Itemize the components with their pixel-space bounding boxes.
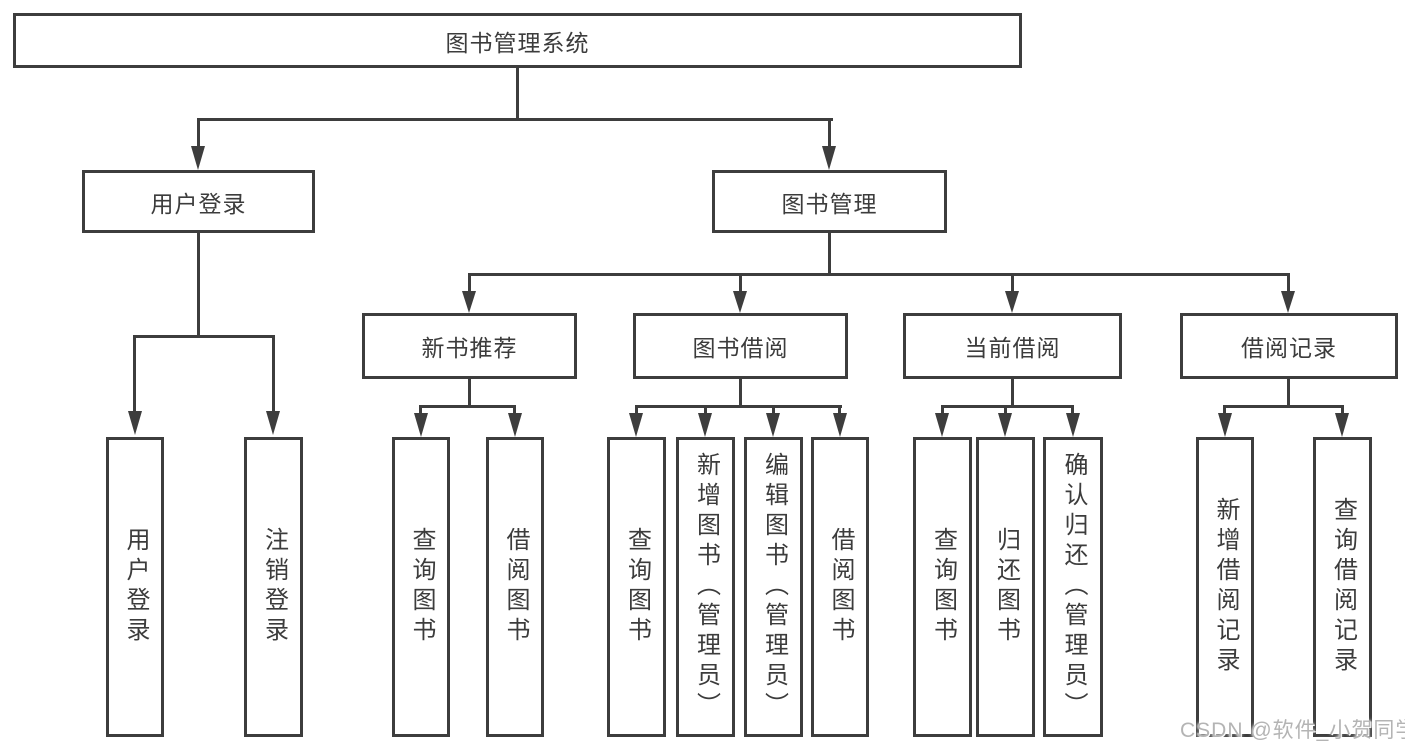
node-book-borrow: 图书借阅 <box>633 313 848 379</box>
node-user-login-label: 用户登录 <box>150 190 247 217</box>
connector-drop-add-borrow-record <box>1223 405 1226 415</box>
connector-drop-book-borrow <box>739 273 742 295</box>
node-new-book-recommend: 新书推荐 <box>362 313 577 379</box>
leaf-confirm-return-label: 确认归还（管理员） <box>1060 452 1087 722</box>
arrowhead-query-book-2 <box>629 413 643 437</box>
node-current-borrow: 当前借阅 <box>903 313 1122 379</box>
leaf-add-book: 新增图书（管理员） <box>676 437 735 737</box>
leaf-query-book-2: 查询图书 <box>607 437 666 737</box>
connector-drop-borrow-record <box>1287 273 1290 295</box>
leaf-borrow-book-2-label: 借阅图书 <box>827 527 854 647</box>
node-root: 图书管理系统 <box>13 13 1022 68</box>
leaf-query-borrow-record-label: 查询借阅记录 <box>1329 497 1357 677</box>
arrowhead-user-login <box>191 146 205 170</box>
leaf-borrow-book-2: 借阅图书 <box>811 437 869 737</box>
leaf-query-book-3-label: 查询图书 <box>929 527 957 647</box>
connector-current-borrow-bus <box>941 405 1074 408</box>
arrowhead-leaf-user-login <box>128 411 142 435</box>
arrowhead-edit-book <box>766 413 780 437</box>
arrowhead-borrow-book-2 <box>833 413 847 437</box>
connector-borrow-record-bus <box>1223 405 1344 408</box>
connector-root-stem <box>516 68 519 120</box>
node-book-management-label: 图书管理 <box>781 190 878 217</box>
leaf-borrow-book-1: 借阅图书 <box>486 437 544 737</box>
leaf-return-book-label: 归还图书 <box>992 527 1020 647</box>
node-current-borrow-label: 当前借阅 <box>964 335 1061 361</box>
connector-drop-query-book-1 <box>419 405 422 415</box>
leaf-add-borrow-record-label: 新增借阅记录 <box>1212 497 1239 677</box>
arrowhead-add-borrow-record <box>1218 413 1232 437</box>
arrowhead-current-borrow <box>1005 291 1019 313</box>
arrowhead-confirm-return <box>1066 413 1080 437</box>
connector-current-borrow-stem <box>1011 379 1014 407</box>
leaf-confirm-return: 确认归还（管理员） <box>1043 437 1103 737</box>
connector-drop-leaf-user-login <box>133 335 136 415</box>
leaf-query-book-1: 查询图书 <box>392 437 450 737</box>
arrowhead-book-management <box>822 146 836 170</box>
connector-drop-query-book-2 <box>635 405 638 415</box>
connector-book-management-stem <box>828 233 831 275</box>
node-root-label: 图书管理系统 <box>445 29 590 56</box>
connector-drop-current-borrow <box>1011 273 1014 295</box>
leaf-edit-book: 编辑图书（管理员） <box>744 437 803 737</box>
node-borrow-record: 借阅记录 <box>1180 313 1398 379</box>
connector-book-borrow-stem <box>739 379 742 407</box>
leaf-borrow-book-1-label: 借阅图书 <box>502 527 529 647</box>
leaf-add-book-label: 新增图书（管理员） <box>692 452 720 722</box>
arrowhead-add-book <box>698 413 712 437</box>
connector-drop-new-book-recommend <box>468 273 471 295</box>
arrowhead-borrow-record <box>1281 291 1295 313</box>
leaf-add-borrow-record: 新增借阅记录 <box>1196 437 1254 737</box>
connector-drop-borrow-book-2 <box>838 405 841 415</box>
node-book-management: 图书管理 <box>712 170 947 233</box>
leaf-query-book-2-label: 查询图书 <box>623 527 651 647</box>
connector-drop-edit-book <box>772 405 775 415</box>
connector-drop-leaf-logout <box>272 335 275 415</box>
node-borrow-record-label: 借阅记录 <box>1241 335 1337 361</box>
connector-drop-add-book <box>704 405 707 415</box>
connector-drop-confirm-return <box>1071 405 1074 415</box>
arrowhead-book-borrow <box>733 291 747 313</box>
connector-drop-query-borrow-record <box>1341 405 1344 415</box>
connector-book-management-bus <box>468 273 1290 276</box>
leaf-user-login-label: 用户登录 <box>122 527 149 647</box>
connector-drop-borrow-book-1 <box>513 405 516 415</box>
connector-new-book-recommend-stem <box>468 379 471 407</box>
connector-root-bus <box>197 118 833 121</box>
leaf-logout: 注销登录 <box>244 437 303 737</box>
leaf-query-book-3: 查询图书 <box>913 437 972 737</box>
arrowhead-query-book-3 <box>935 413 949 437</box>
connector-drop-query-book-3 <box>941 405 944 415</box>
leaf-edit-book-label: 编辑图书（管理员） <box>760 452 788 722</box>
node-book-borrow-label: 图书借阅 <box>692 335 789 361</box>
arrowhead-return-book <box>998 413 1012 437</box>
connector-book-borrow-bus <box>635 405 842 408</box>
leaf-user-login: 用户登录 <box>106 437 164 737</box>
arrowhead-leaf-logout <box>266 411 280 435</box>
node-user-login: 用户登录 <box>82 170 315 233</box>
leaf-return-book: 归还图书 <box>976 437 1035 737</box>
arrowhead-query-book-1 <box>414 413 428 437</box>
connector-drop-user-login <box>197 118 200 150</box>
arrowhead-new-book-recommend <box>462 291 476 313</box>
connector-user-login-bus <box>133 335 275 338</box>
csdn-watermark: CSDN @软件_小贺同学 <box>1180 719 1405 742</box>
leaf-logout-label: 注销登录 <box>260 527 288 647</box>
leaf-query-book-1-label: 查询图书 <box>408 527 435 647</box>
connector-drop-return-book <box>1004 405 1007 415</box>
arrowhead-borrow-book-1 <box>508 413 522 437</box>
arrowhead-query-borrow-record <box>1335 413 1349 437</box>
connector-new-book-recommend-bus <box>419 405 516 408</box>
node-new-book-recommend-label: 新书推荐 <box>421 335 518 361</box>
leaf-query-borrow-record: 查询借阅记录 <box>1313 437 1372 737</box>
connector-drop-book-management <box>828 118 831 150</box>
connector-user-login-stem <box>197 233 200 337</box>
connector-borrow-record-stem <box>1287 379 1290 407</box>
